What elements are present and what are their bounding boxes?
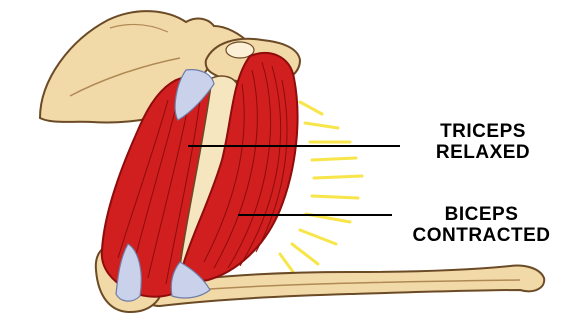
biceps-label-line2: CONTRACTED	[375, 225, 588, 246]
triceps-label-line2: RELAXED	[395, 142, 571, 163]
triceps-label: TRICEPS RELAXED	[395, 121, 571, 163]
biceps-label: BICEPS CONTRACTED	[375, 204, 588, 246]
biceps-label-line1: BICEPS	[375, 204, 588, 225]
triceps-label-line1: TRICEPS	[395, 121, 571, 142]
